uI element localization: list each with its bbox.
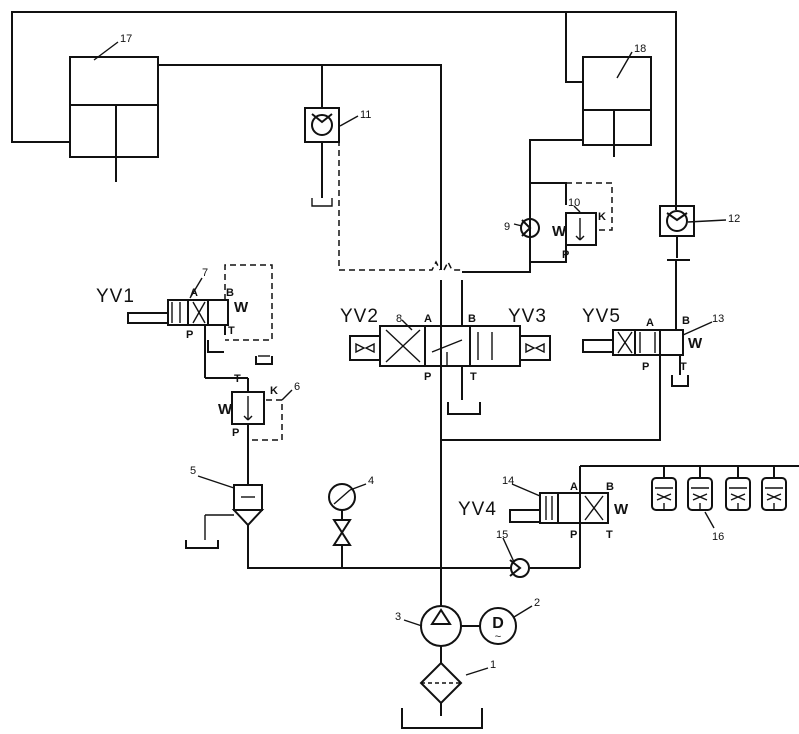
- cylinder-17: [69, 56, 159, 182]
- port-p: P: [186, 329, 193, 341]
- accumulator: [651, 466, 677, 511]
- main-supply-line: [247, 280, 799, 606]
- port-w: W: [234, 299, 249, 316]
- port-a: A: [646, 317, 654, 329]
- port-t: T: [228, 325, 235, 337]
- port-p: P: [424, 371, 431, 383]
- number-4: 4: [368, 475, 374, 487]
- directional-valve-7: [127, 264, 273, 353]
- number-11: 11: [360, 109, 371, 121]
- port-p: P: [232, 427, 239, 439]
- pressure-gauge-4: [328, 483, 356, 568]
- port-p: P: [642, 361, 649, 373]
- port-letters: A B W P T T K W P A B P T K W P A B W P …: [186, 211, 703, 541]
- number-16: 16: [712, 531, 724, 543]
- port-w: W: [688, 335, 703, 352]
- tank-bottom: [401, 708, 483, 729]
- label-yv1: YV1: [96, 286, 135, 307]
- check-valve-11: [304, 65, 441, 271]
- number-17: 17: [120, 33, 132, 45]
- directional-valve-13: [582, 260, 689, 387]
- port-k: K: [270, 385, 278, 397]
- component-numbers: 1 2 3 4 5 6 7 8 9 10 11 12 13 14 15 16 1…: [120, 33, 740, 671]
- port-b: B: [468, 313, 476, 325]
- port-p: P: [570, 529, 577, 541]
- port-b: B: [606, 481, 614, 493]
- number-7: 7: [202, 267, 208, 279]
- port-t: T: [606, 529, 613, 541]
- accumulator: [725, 466, 751, 511]
- port-w: W: [218, 401, 233, 418]
- number-13: 13: [712, 313, 724, 325]
- port-w: W: [552, 223, 567, 240]
- accumulator-bank-16: [651, 466, 787, 511]
- directional-valve-14: [509, 492, 609, 568]
- number-5: 5: [190, 465, 196, 477]
- label-yv5: YV5: [582, 306, 621, 327]
- check-valve-15: [509, 558, 530, 578]
- port-a: A: [570, 481, 578, 493]
- label-yv4: YV4: [458, 499, 497, 520]
- motor-2: D ~: [479, 607, 517, 645]
- valve-labels: YV1 YV2 YV3 YV4 YV5: [96, 286, 621, 520]
- port-t: T: [470, 371, 477, 383]
- leader-lines: [93, 41, 727, 676]
- check-valve-9: [520, 218, 540, 238]
- port-t: T: [680, 361, 687, 373]
- label-yv2: YV2: [340, 306, 379, 327]
- accumulator: [761, 466, 787, 511]
- number-10: 10: [568, 197, 580, 209]
- port-t: T: [234, 373, 241, 385]
- motor-sub: ~: [495, 631, 501, 643]
- number-2: 2: [534, 597, 540, 609]
- cylinder-18: [582, 56, 652, 157]
- filter-1: [419, 661, 463, 716]
- number-6: 6: [294, 381, 300, 393]
- port-a: A: [190, 287, 198, 299]
- number-14: 14: [502, 475, 514, 487]
- label-yv3: YV3: [508, 306, 547, 327]
- number-8: 8: [396, 313, 402, 325]
- number-18: 18: [634, 43, 646, 55]
- port-p: P: [562, 249, 569, 261]
- relief-valve-10: [565, 182, 613, 246]
- port-a: A: [424, 313, 432, 325]
- number-1: 1: [490, 659, 496, 671]
- motor-symbol: D: [492, 615, 504, 632]
- port-w: W: [614, 501, 629, 518]
- relief-valve-6: [231, 355, 283, 441]
- directional-valve-8: [349, 280, 551, 415]
- number-15: 15: [496, 529, 508, 541]
- accumulator: [687, 466, 713, 511]
- port-k: K: [598, 211, 606, 223]
- number-9: 9: [504, 221, 510, 233]
- port-b: B: [682, 315, 690, 327]
- pump-3: [420, 605, 462, 647]
- port-b: B: [226, 287, 234, 299]
- number-12: 12: [728, 213, 740, 225]
- check-valve-12: [659, 205, 695, 261]
- number-3: 3: [395, 611, 401, 623]
- filter-5: [185, 484, 265, 549]
